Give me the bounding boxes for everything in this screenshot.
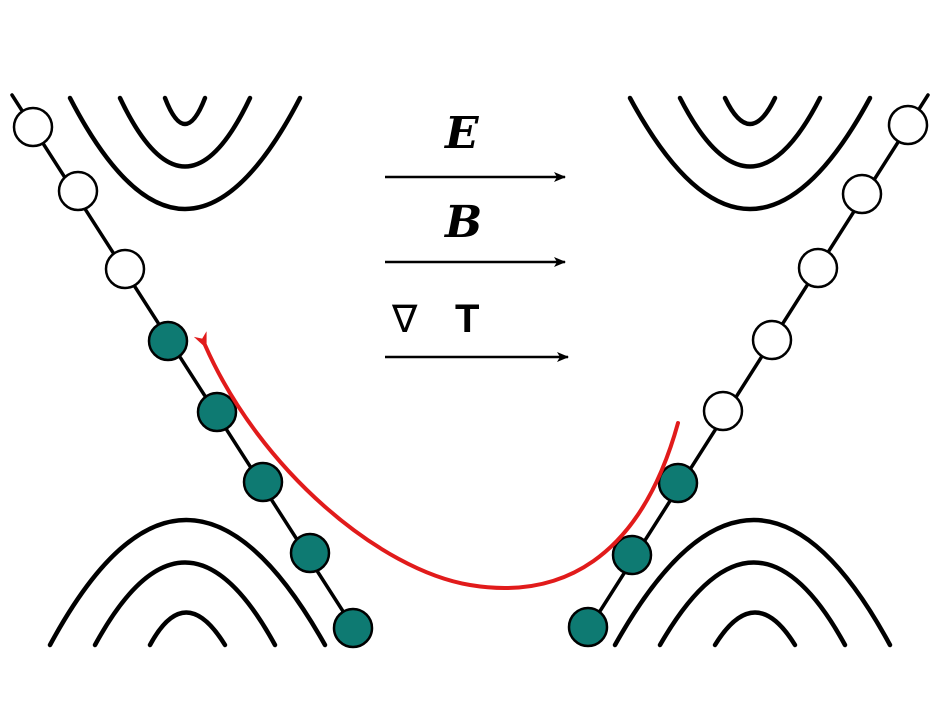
right-cone-empty-state <box>797 247 839 289</box>
left-cone-filled-state <box>289 532 331 574</box>
left-cone-empty-state <box>12 106 54 148</box>
right-lower-band-middle <box>657 560 848 648</box>
right-cone-empty-state <box>841 173 883 215</box>
right-upper-band-outer <box>627 95 873 211</box>
left-upper-bands <box>67 95 303 211</box>
right-cone-empty-state <box>751 319 793 361</box>
right-cone-empty-state <box>702 390 744 432</box>
left-upper-band-outer <box>67 95 303 211</box>
right-upper-bands <box>627 95 873 211</box>
left-cone-empty-state <box>104 248 146 290</box>
left-upper-band-inner <box>162 95 208 127</box>
left-cone-filled-state <box>196 391 238 433</box>
right-cone-filled-state <box>611 534 653 576</box>
right-cone-states <box>567 104 929 648</box>
right-lower-bands <box>612 517 893 648</box>
temperature-label: T <box>455 297 479 341</box>
left-lower-bands <box>47 517 328 648</box>
right-lower-band-inner <box>712 610 798 648</box>
right-upper-band-inner <box>722 95 778 127</box>
right-lower-band-outer <box>612 517 893 648</box>
left-cone-filled-state <box>242 461 284 503</box>
right-cone-filled-state <box>567 606 609 648</box>
applied-fields: E B ∇ T <box>385 108 569 362</box>
electric-field-label: E <box>443 108 480 159</box>
left-lower-band-inner <box>147 610 228 648</box>
left-cone-states <box>12 106 374 649</box>
left-cone-filled-state <box>147 320 189 362</box>
left-cone-empty-state <box>57 170 99 212</box>
magnetic-field-label: B <box>443 197 482 248</box>
left-upper-band-middle <box>117 95 253 169</box>
left-lower-band-middle <box>92 560 278 648</box>
left-lower-band-outer <box>47 517 328 648</box>
right-cone-empty-state <box>887 104 929 146</box>
left-cone-filled-state <box>332 607 374 649</box>
right-cone-filled-state <box>657 462 699 504</box>
right-upper-band-middle <box>677 95 823 169</box>
chiral-pumping-arrow <box>193 331 680 590</box>
gradient-symbol: ∇ <box>391 297 418 341</box>
